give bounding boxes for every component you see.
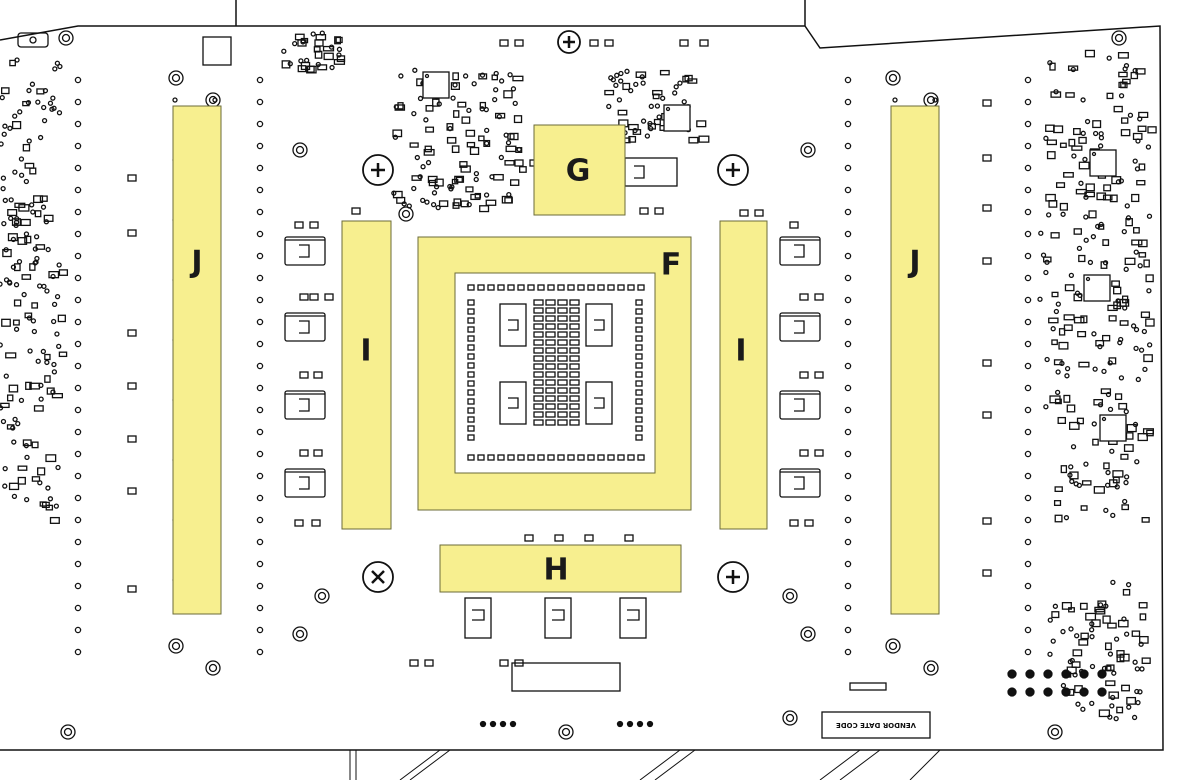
svg-text:J: J: [189, 245, 202, 280]
bottom-bracket-lines: [349, 749, 941, 780]
zone-j-right: J: [890, 105, 940, 615]
zone-h: H: [439, 544, 682, 593]
zone-i-left: I: [341, 220, 392, 530]
mounting-hole-lower-left: [362, 561, 394, 593]
gpu-die-components: [467, 284, 645, 461]
mounting-hole-upper-right: [717, 154, 749, 186]
mounting-holes: [362, 30, 749, 593]
mounting-hole-upper-left: [362, 154, 394, 186]
mounting-hole-top-center: [557, 30, 581, 54]
zone-i-right: I: [719, 220, 768, 530]
svg-text:I: I: [735, 334, 746, 369]
svg-text:F: F: [661, 248, 682, 283]
zone-j-left: J: [172, 105, 222, 615]
vendor-date-code-box: VENDOR DATE CODE: [821, 711, 931, 739]
mounting-hole-lower-right: [717, 561, 749, 593]
svg-text:VENDOR DATE CODE: VENDOR DATE CODE: [836, 721, 916, 729]
svg-text:H: H: [543, 553, 568, 588]
zone-g: G: [533, 124, 626, 216]
svg-text:J: J: [907, 245, 920, 280]
svg-text:I: I: [360, 334, 371, 369]
svg-text:G: G: [566, 154, 591, 189]
